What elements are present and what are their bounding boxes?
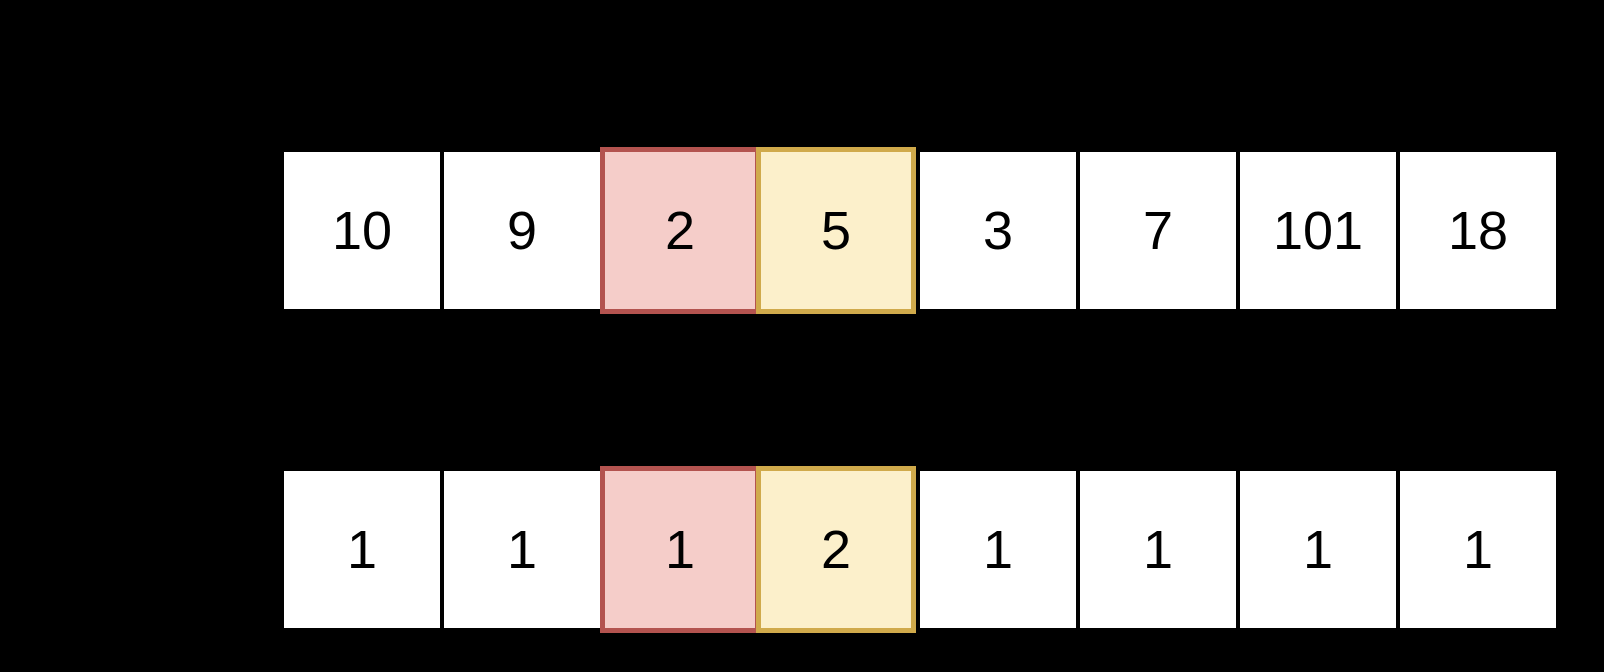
array-cell-highlighted-yellow: 2 [756, 466, 916, 633]
array-cell: 1 [1240, 471, 1396, 628]
array-cell: 1 [1080, 471, 1236, 628]
array-cell: 1 [920, 471, 1076, 628]
array-cell: 1 [444, 471, 600, 628]
array-cell-highlighted-red: 1 [600, 466, 760, 633]
array-cell: 7 [1080, 152, 1236, 309]
array-cell: 9 [444, 152, 600, 309]
array-cell-highlighted-red: 2 [600, 147, 760, 314]
array-cell: 3 [920, 152, 1076, 309]
array-cell: 1 [284, 471, 440, 628]
array-cell: 18 [1400, 152, 1556, 309]
array-cell: 1 [1400, 471, 1556, 628]
array-cell: 10 [284, 152, 440, 309]
array-cell-highlighted-yellow: 5 [756, 147, 916, 314]
array-cell: 101 [1240, 152, 1396, 309]
